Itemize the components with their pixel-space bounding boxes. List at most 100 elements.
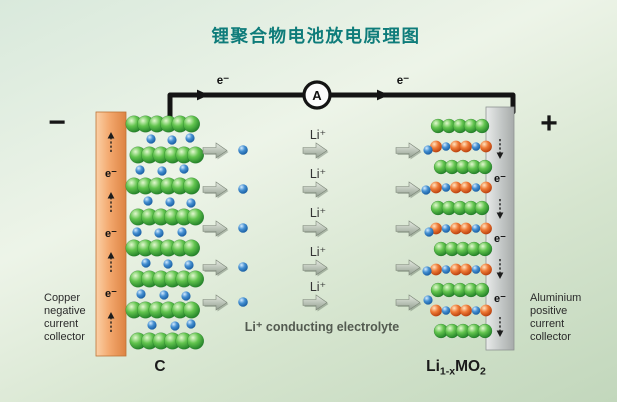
graphite-sphere: [182, 115, 201, 133]
positive-terminal-sign: +: [540, 107, 558, 140]
ion-flow-arrow-icon: [395, 142, 422, 160]
metal-oxide-sphere-orange: [480, 181, 492, 194]
metal-oxide-sphere-orange: [450, 304, 462, 317]
metal-oxide-sphere-orange: [480, 263, 492, 276]
metal-oxide-sphere-orange: [460, 263, 472, 276]
electron-label-wire-left: e⁻: [217, 75, 229, 87]
caption-line: Copper: [44, 292, 80, 304]
ion-flow-arrow-icon: [202, 259, 229, 277]
ion-flow-arrow-icon: [395, 259, 422, 277]
graphite-electrode: [125, 115, 205, 350]
electron-flow-arrowhead-left-icon: [197, 89, 209, 101]
formula-sub2: 2: [480, 366, 486, 378]
caption-line: Aluminium: [530, 292, 581, 304]
lithium-ion-sphere: [177, 227, 187, 237]
lithium-ion-sphere: [471, 306, 481, 315]
lithium-ion-sphere: [238, 184, 248, 194]
ion-flow-arrow-icon: [395, 294, 422, 312]
metal-oxide-sphere-orange: [430, 304, 442, 317]
lithium-ion-sphere: [147, 320, 157, 330]
electron-label: e⁻: [105, 288, 117, 300]
negative-terminal-sign: −: [48, 106, 66, 139]
lithium-ion-sphere: [471, 142, 481, 151]
caption-line: current: [530, 318, 564, 330]
caption-line: current: [44, 318, 78, 330]
lithium-ion-sphere: [163, 259, 173, 269]
lithium-ion-sphere: [135, 165, 145, 175]
graphite-sphere: [186, 146, 205, 164]
lithium-ion-sphere: [238, 223, 248, 233]
formula-sub1: 1-x: [440, 366, 455, 378]
ion-flow-arrow-icon: [395, 220, 422, 238]
metal-oxide-sphere-orange: [450, 263, 462, 276]
lithium-ion-sphere: [471, 224, 481, 233]
li-ion-label: Li⁺: [310, 280, 326, 294]
metal-oxide-sphere-orange: [460, 304, 472, 317]
lithium-ion-sphere: [238, 145, 248, 155]
metal-oxide-sphere-orange: [450, 181, 462, 194]
formula-base1: Li: [426, 358, 440, 375]
metal-oxide-sphere-orange: [450, 222, 462, 235]
graphite-sphere: [182, 239, 201, 257]
electron-label: e⁻: [494, 233, 506, 245]
graphite-sphere: [186, 270, 205, 288]
lithium-ion-sphere: [441, 265, 451, 274]
li-ion-label: Li⁺: [310, 167, 326, 181]
lithium-ion-sphere: [181, 291, 191, 301]
lithium-ion-sphere: [421, 185, 431, 195]
lithium-ion-sphere: [185, 133, 195, 143]
lithium-ion-sphere: [441, 183, 451, 192]
metal-oxide-sphere-green: [477, 159, 493, 175]
metal-oxide-sphere-green: [474, 200, 490, 216]
ion-flow-arrow-icon: [302, 259, 329, 277]
ion-flow-arrow-icon: [302, 294, 329, 312]
ion-flow-arrow-icon: [302, 142, 329, 160]
electron-label-wire-right: e⁻: [397, 75, 409, 87]
metal-oxide-sphere-orange: [430, 140, 442, 153]
aluminium-collector-caption: Aluminium positive current collector: [530, 292, 581, 343]
circuit-wire: [167, 92, 516, 125]
lithium-ion-sphere: [186, 319, 196, 329]
li-ion-label: Li⁺: [310, 245, 326, 259]
metal-oxide-sphere-orange: [450, 140, 462, 153]
caption-line: collector: [44, 331, 85, 343]
lithium-ion-sphere: [132, 227, 142, 237]
page-title: 锂聚合物电池放电原理图: [212, 26, 421, 46]
metal-oxide-sphere-orange: [460, 181, 472, 194]
graphite-sphere: [186, 332, 205, 350]
lithium-ion-sphere: [422, 266, 432, 276]
lithium-ion-sphere: [238, 262, 248, 272]
metal-oxide-sphere-orange: [480, 222, 492, 235]
lithium-ion-sphere: [184, 260, 194, 270]
metal-oxide-sphere-green: [474, 118, 490, 134]
electrode-label-carbon: C: [154, 358, 165, 375]
lithium-ion-sphere: [154, 228, 164, 238]
ammeter-label: A: [312, 88, 322, 103]
lithium-ion-sphere: [170, 321, 180, 331]
lithium-ion-sphere: [424, 227, 434, 237]
metal-oxide-sphere-green: [477, 241, 493, 257]
lithium-ion-sphere: [186, 198, 196, 208]
ion-flow-arrow-icon: [202, 294, 229, 312]
ion-flow-arrow-icon: [302, 220, 329, 238]
caption-line: collector: [530, 331, 571, 343]
metal-oxide-sphere-orange: [480, 140, 492, 153]
lithium-ion-sphere: [143, 196, 153, 206]
electrode-label-limo2: Li1-xMO2: [426, 358, 486, 378]
metal-oxide-sphere-orange: [460, 140, 472, 153]
electron-label: e⁻: [494, 173, 506, 185]
ion-flow-arrow-icon: [302, 181, 329, 199]
lithium-ion-sphere: [423, 145, 433, 155]
graphite-sphere: [182, 177, 201, 195]
metal-oxide-sphere-orange: [480, 304, 492, 317]
lithium-ion-sphere: [441, 306, 451, 315]
lithium-ion-sphere: [471, 265, 481, 274]
metal-oxide-sphere-orange: [460, 222, 472, 235]
lithium-ion-sphere: [167, 135, 177, 145]
li-ion-label: Li⁺: [310, 206, 326, 220]
lithium-ion-sphere: [471, 183, 481, 192]
graphite-sphere: [186, 208, 205, 226]
ion-flow-arrow-icon: [202, 181, 229, 199]
